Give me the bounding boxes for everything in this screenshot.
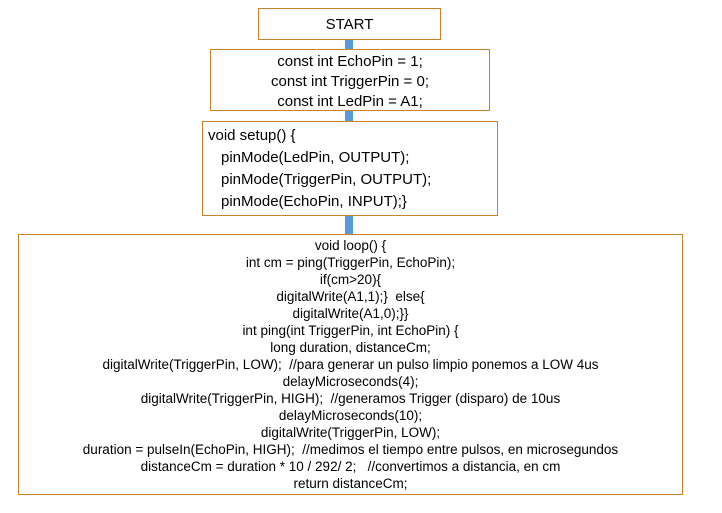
constant-echo-pin: const int EchoPin = 1;: [277, 53, 423, 70]
loop-line: if(cm>20){: [319, 272, 382, 287]
loop-line: duration = pulseIn(EchoPin, HIGH); //med…: [82, 442, 619, 457]
loop-line: digitalWrite(TriggerPin, LOW);: [260, 425, 441, 440]
start-label: START: [325, 15, 374, 33]
loop-line: void loop() {: [314, 238, 387, 253]
setup-line: pinMode(LedPin, OUTPUT);: [221, 149, 410, 166]
connector-constants-setup: [345, 111, 353, 121]
connector-start-constants: [345, 40, 353, 49]
setup-line: pinMode(TriggerPin, OUTPUT);: [221, 171, 432, 188]
connector-setup-loop: [345, 216, 353, 234]
loop-line: digitalWrite(A1,1);} else{: [276, 289, 425, 304]
loop-line: digitalWrite(TriggerPin, LOW); //para ge…: [102, 357, 599, 372]
loop-line: delayMicroseconds(10);: [278, 408, 423, 423]
loop-line: distanceCm = duration * 10 / 292/ 2; //c…: [140, 459, 561, 474]
loop-line: return distanceCm;: [293, 476, 408, 491]
setup-line: pinMode(EchoPin, INPUT);}: [221, 193, 407, 210]
constant-led-pin: const int LedPin = A1;: [277, 93, 423, 110]
loop-box: void loop() { int cm = ping(TriggerPin, …: [18, 234, 683, 495]
constants-box: const int EchoPin = 1; const int Trigger…: [210, 49, 490, 111]
loop-line: digitalWrite(TriggerPin, HIGH); //genera…: [140, 391, 561, 406]
loop-line: delayMicroseconds(4);: [282, 374, 419, 389]
loop-line: int cm = ping(TriggerPin, EchoPin);: [245, 255, 456, 270]
setup-box: void setup() { pinMode(LedPin, OUTPUT); …: [202, 121, 498, 216]
loop-line: digitalWrite(A1,0);}}: [292, 306, 409, 321]
setup-header: void setup() {: [208, 127, 296, 144]
start-box: START: [258, 8, 441, 40]
loop-line: long duration, distanceCm;: [270, 340, 431, 355]
loop-line: int ping(int TriggerPin, int EchoPin) {: [242, 323, 459, 338]
constant-trigger-pin: const int TriggerPin = 0;: [271, 73, 429, 90]
